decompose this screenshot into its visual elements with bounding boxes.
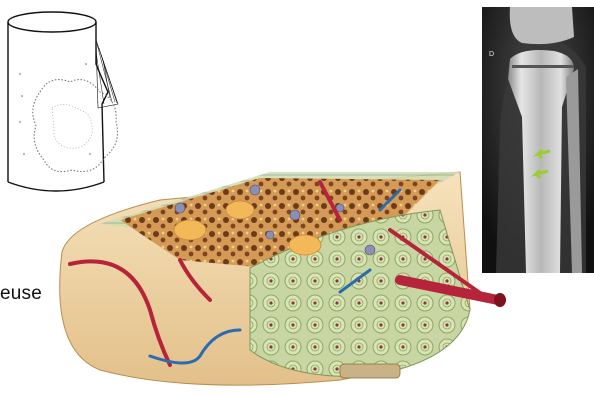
bone-cross-section xyxy=(40,160,510,394)
sketch-lesion-inner xyxy=(52,104,92,148)
nutrient-artery-lumen xyxy=(494,293,506,307)
radiograph-side-marker: D xyxy=(489,51,494,58)
radiograph-femur xyxy=(510,7,574,44)
sketch-lesion-outline xyxy=(33,80,118,172)
sketch-top-ellipse xyxy=(8,12,96,32)
radiograph-physis xyxy=(512,65,574,68)
caption-text: euse xyxy=(0,283,42,305)
sketch-cortex-dots xyxy=(19,63,91,155)
periosteal-vessel xyxy=(340,364,400,378)
